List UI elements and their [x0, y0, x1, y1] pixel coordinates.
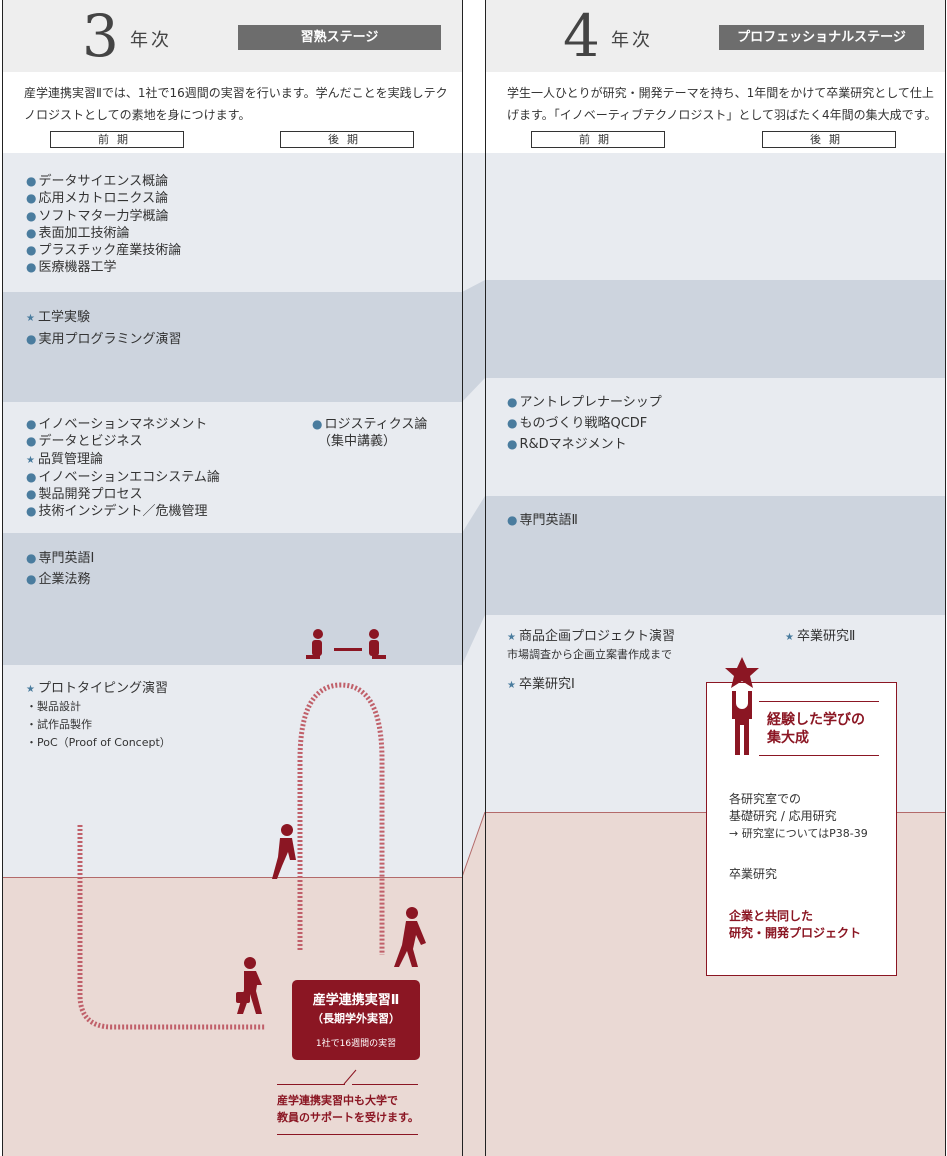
course-list: ★プロトタイピング演習 ・製品設計 ・試作品製作 ・PoC（Proof of C… [26, 680, 171, 752]
band [2, 153, 462, 292]
walking-person-icon [236, 824, 426, 1014]
year-label: 年次 [611, 30, 653, 51]
course-item: ●プラスチック産業技術論 [26, 243, 182, 259]
callout-pointer [343, 1069, 357, 1085]
internship-path [77, 629, 426, 1030]
support-line: 教員のサポートを受けます。 [277, 1111, 419, 1124]
year4-column: 4 年次 プロフェッショナルステージ 学生一人ひとりが研究・開発テーマを持ち、1… [485, 0, 945, 1156]
year-label: 年次 [130, 30, 172, 51]
course-subitem: 市場調査から企画立案書作成まで [507, 648, 672, 662]
year-number: 3 [82, 2, 119, 70]
course-item: ●データとビジネス [26, 434, 143, 450]
course-item: ●専門英語Ⅰ [26, 551, 95, 566]
card-lab-research: 各研究室での基礎研究 / 応用研究→ 研究室についてはP38-39 [729, 792, 868, 840]
course-item: ★工学実験 [26, 310, 90, 325]
course-item: ★品質管理論 [26, 451, 103, 467]
band [485, 378, 945, 496]
support-note: 産学連携実習中も大学で 教員のサポートを受けます。 [277, 1092, 419, 1126]
support-line: 産学連携実習中も大学で [277, 1094, 398, 1107]
course-list: ★工学実験 ●実用プログラミング演習 [26, 307, 182, 350]
divider [462, 0, 463, 1156]
band [2, 292, 462, 402]
band [485, 153, 945, 280]
course-item: ●医療機器工学 [26, 260, 117, 276]
divider [277, 1084, 345, 1085]
course-item: ●専門英語Ⅱ [507, 513, 578, 528]
course-item: ★商品企画プロジェクト演習 [507, 629, 675, 644]
course-list-second: ●ロジスティクス論 （集中講義） [312, 416, 427, 451]
course-item: ★卒業研究Ⅰ [507, 677, 575, 693]
course-list: ●専門英語Ⅱ [507, 512, 578, 529]
band [2, 402, 462, 533]
course-item: ●データサイエンス概論 [26, 174, 169, 189]
course-subitem: ・製品設計 [26, 700, 81, 714]
course-list: ★商品企画プロジェクト演習 市場調査から企画立案書作成まで ★卒業研究Ⅰ [507, 628, 675, 695]
band [485, 280, 945, 378]
course-list: ●イノベーションマネジメント ●データとビジネス ★品質管理論 ●イノベーション… [26, 416, 220, 521]
term-first: 前期 [50, 131, 184, 148]
divider [945, 0, 946, 1156]
course-subitem: ・PoC（Proof of Concept） [26, 736, 171, 750]
divider [277, 1134, 418, 1135]
year-description: 学生一人ひとりが研究・開発テーマを持ち、1年間をかけて卒業研究として仕上げます。… [507, 86, 937, 122]
card-thesis: 卒業研究 [729, 867, 778, 881]
internship-note: 1社で16週間の実習 [315, 1039, 397, 1049]
stage-badge: 習熟ステージ [238, 25, 441, 50]
course-item: ★プロトタイピング演習 [26, 681, 168, 696]
band [485, 496, 945, 615]
course-subitem: ・試作品製作 [26, 718, 92, 732]
term-second: 後期 [280, 131, 414, 148]
year3-header: 3 年次 習熟ステージ [2, 0, 462, 72]
course-list: ●アントレプレナーシップ ●ものづくり戦略QCDF ●R&Dマネジメント [507, 392, 662, 455]
internship-subtitle: （長期学外実習） [312, 1012, 400, 1025]
course-item: ●ロジスティクス論 [312, 417, 428, 432]
course-list: ●データサイエンス概論 ●応用メカトロニクス論 ●ソフトマター力学概論 ●表面加… [26, 173, 181, 277]
divider [485, 0, 486, 1156]
term-first: 前期 [531, 131, 665, 148]
year-number: 4 [563, 2, 600, 70]
band [2, 533, 462, 665]
divider [2, 0, 3, 1156]
card-title: 経験した学びの集大成 [767, 712, 865, 746]
course-item: ★卒業研究Ⅱ [785, 629, 856, 644]
card-joint-project: 企業と共同した研究・開発プロジェクト [729, 909, 862, 940]
term-second: 後期 [762, 131, 896, 148]
internship-box: 産学連携実習Ⅱ （長期学外実習） 1社で16週間の実習 [292, 980, 420, 1060]
course-item: ●実用プログラミング演習 [26, 332, 182, 347]
course-item: ●イノベーションマネジメント [26, 417, 208, 432]
divider [352, 1084, 418, 1085]
course-item: ●技術インシデント／危機管理 [26, 504, 208, 520]
year4-header: 4 年次 プロフェッショナルステージ [485, 0, 945, 72]
course-item: ●製品開発プロセス [26, 487, 143, 503]
course-note: （集中講義） [318, 434, 397, 450]
person-holding-star-icon [725, 657, 759, 755]
divider [759, 755, 879, 756]
course-item: ●ものづくり戦略QCDF [507, 416, 648, 431]
course-item: ●応用メカトロニクス論 [26, 191, 169, 207]
course-item: ●R&Dマネジメント [507, 437, 627, 452]
stage-badge: プロフェッショナルステージ [719, 25, 924, 50]
year-description: 産学連携実習Ⅱでは、1社で16週間の実習を行います。学んだことを実践しテクノロジ… [24, 86, 448, 122]
internship-title: 産学連携実習Ⅱ [312, 993, 400, 1008]
band-connector [462, 153, 485, 1156]
course-item: ●アントレプレナーシップ [507, 395, 662, 410]
course-list: ●専門英語Ⅰ ●企業法務 [26, 548, 94, 590]
people-meeting-icon [306, 629, 386, 659]
course-item: ●イノベーションエコシステム論 [26, 469, 220, 485]
course-item: ●ソフトマター力学概論 [26, 208, 169, 224]
course-item: ●企業法務 [26, 572, 91, 587]
course-item: ●表面加工技術論 [26, 225, 130, 241]
divider [759, 701, 879, 702]
